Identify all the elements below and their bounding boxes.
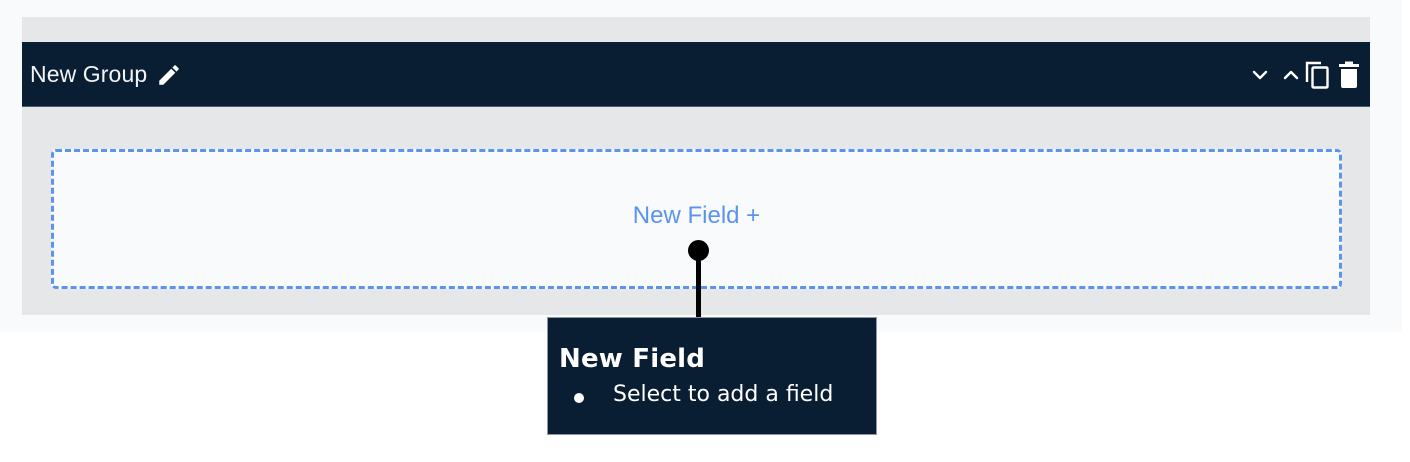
tooltip-list: Select to add a field bbox=[548, 380, 833, 410]
tooltip: New Field Select to add a field bbox=[547, 317, 877, 435]
tooltip-connector-line bbox=[696, 255, 701, 328]
group-actions bbox=[1250, 42, 1360, 107]
group-title-area: New Group bbox=[30, 42, 182, 107]
trash-icon[interactable] bbox=[1338, 61, 1360, 89]
new-field-label: New Field + bbox=[632, 202, 761, 229]
group-header: New Group bbox=[22, 42, 1370, 107]
chevron-down-icon[interactable] bbox=[1250, 65, 1270, 85]
copy-icon[interactable] bbox=[1304, 60, 1332, 90]
group-title: New Group bbox=[30, 61, 148, 87]
field-group: New Group bbox=[22, 17, 1370, 315]
pencil-icon[interactable] bbox=[156, 62, 182, 88]
chevron-up-icon[interactable] bbox=[1281, 65, 1301, 85]
tooltip-anchor-dot bbox=[688, 240, 709, 261]
tooltip-list-item: Select to add a field bbox=[548, 380, 833, 410]
tooltip-title: New Field bbox=[559, 344, 706, 374]
